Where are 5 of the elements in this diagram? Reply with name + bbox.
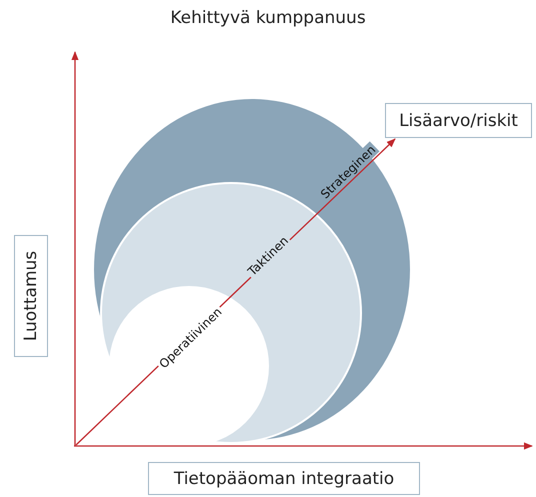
arrow [76,138,396,446]
label-box: Lisäarvo/riskit [385,103,532,138]
diagram-title: Kehittyvä kumppanuus [169,8,367,28]
axis-label-box: Tietopääoman integraatio [148,462,420,495]
axis-label-box: Luottamus [14,235,48,357]
